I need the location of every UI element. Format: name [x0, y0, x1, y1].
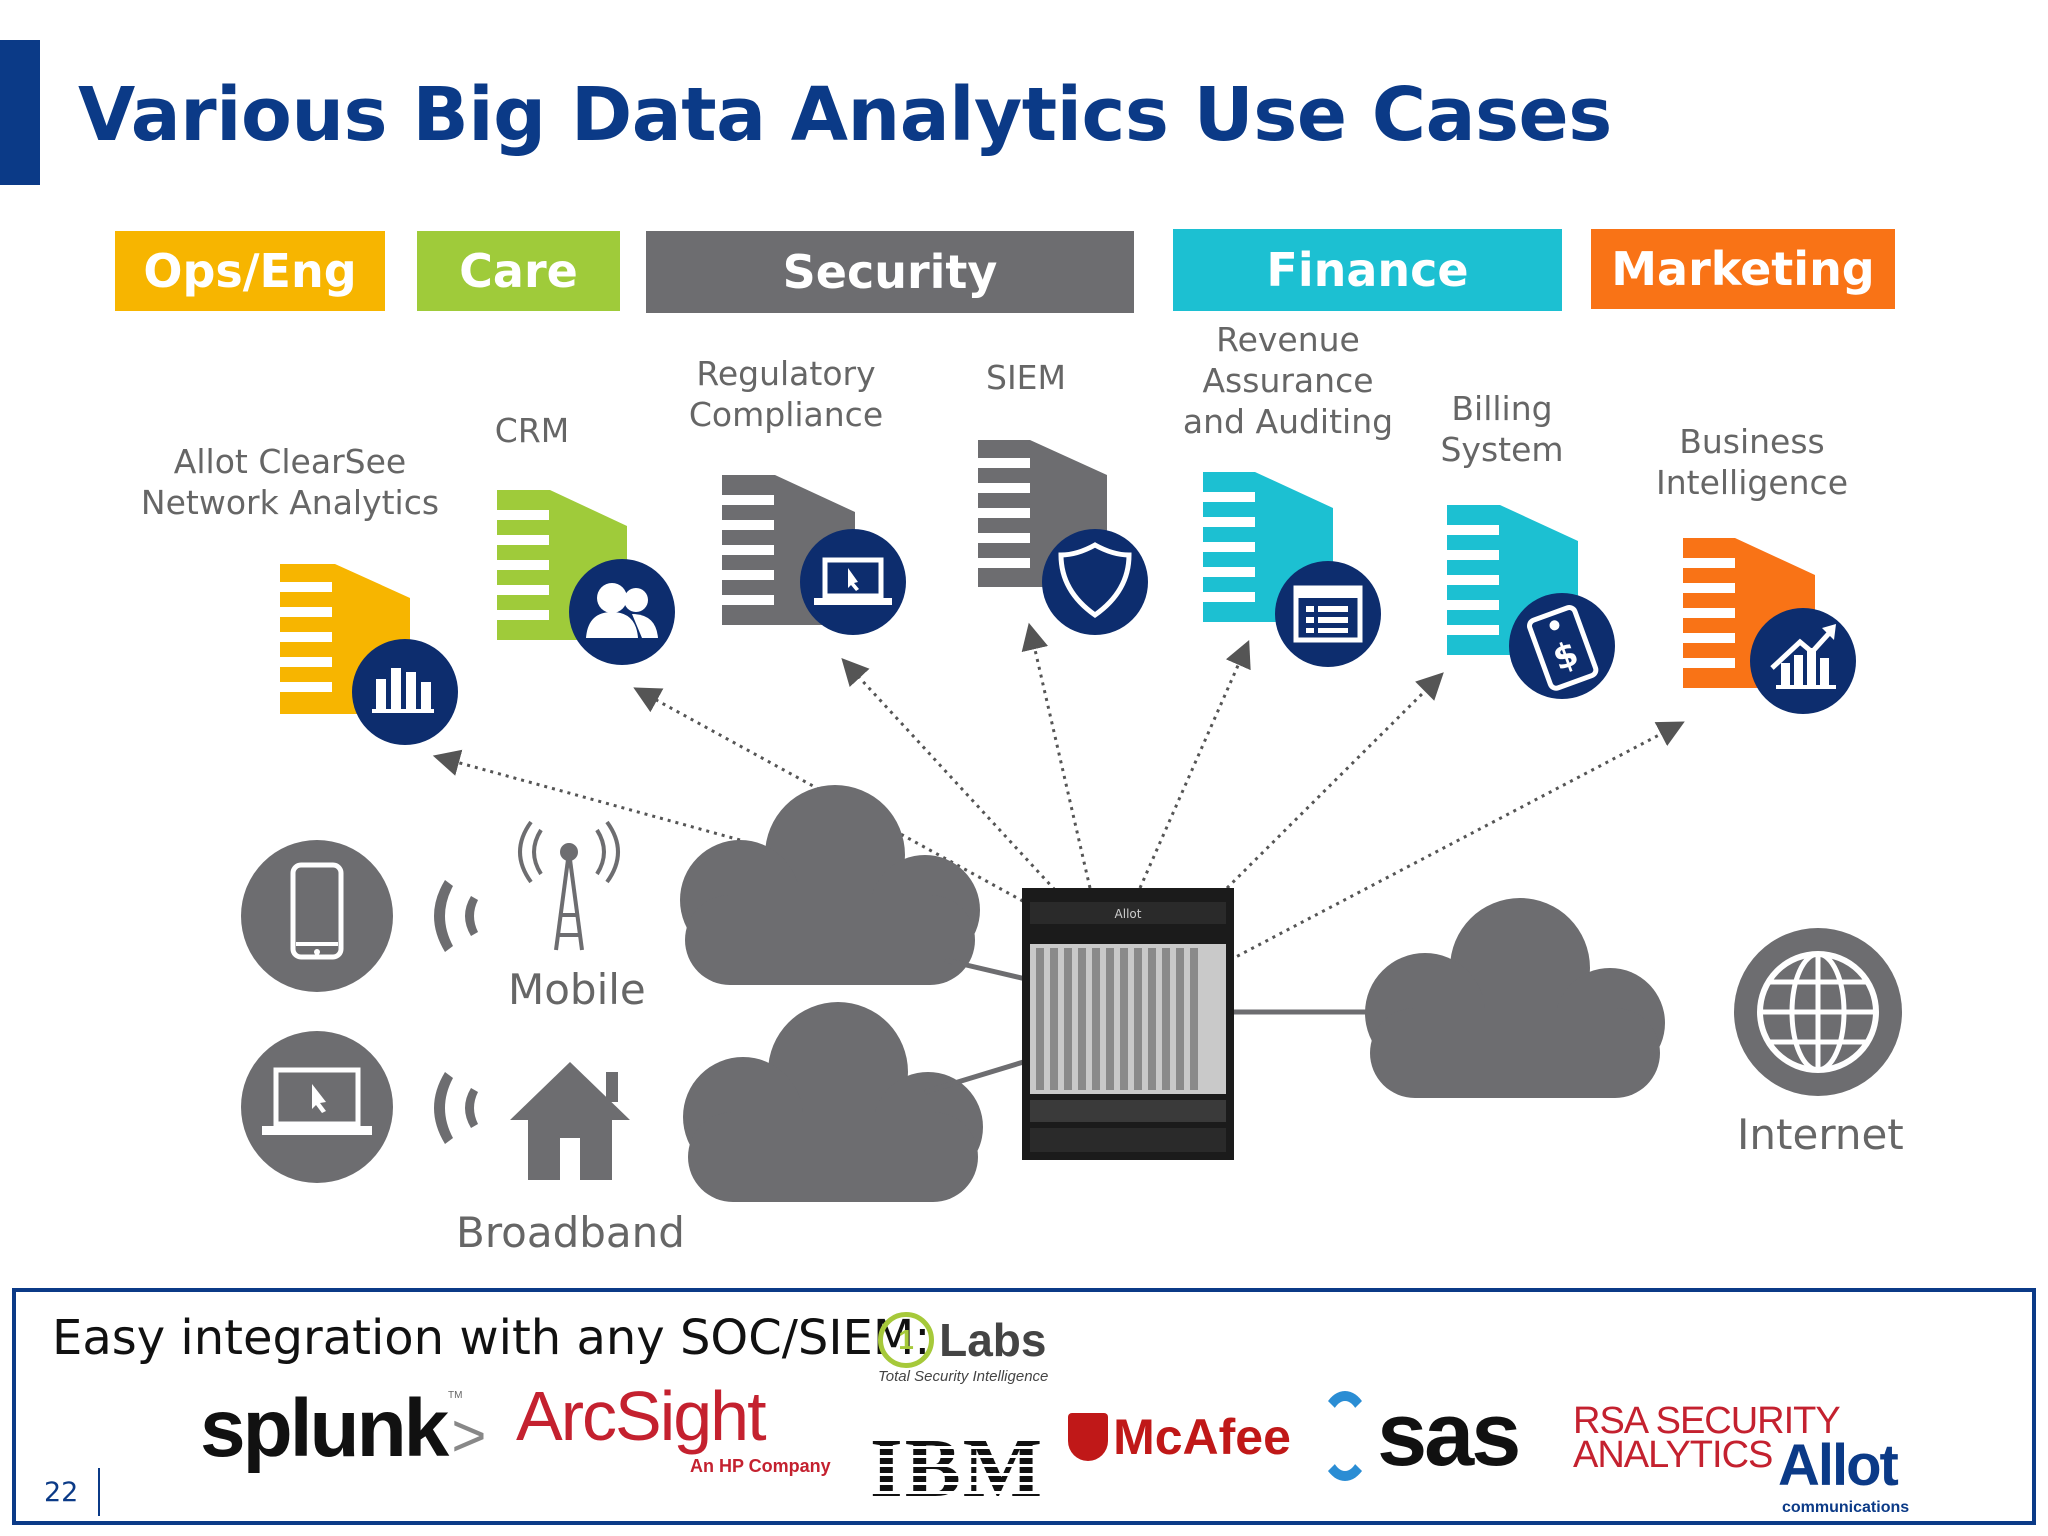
- use-case-label-billing: Billing System: [1440, 389, 1564, 469]
- mcafee-wordmark: McAfee: [1113, 1409, 1291, 1465]
- arcsight-tagline: An HP Company: [690, 1456, 831, 1476]
- rsa-logo: RSA SECURITY ANALYTICS: [1573, 1400, 1841, 1476]
- category-finance: Finance: [1173, 229, 1562, 311]
- cell-tower-icon: [518, 820, 620, 951]
- bar-chart-icon: [352, 639, 458, 745]
- rsa-line2: ANALYTICS: [1573, 1434, 1773, 1476]
- use-case-label-clearsee: Allot ClearSee Network Analytics: [140, 442, 440, 522]
- page-title: Various Big Data Analytics Use Cases: [78, 72, 1612, 158]
- use-case-label-bi: Business Intelligence: [1655, 422, 1849, 502]
- title-accent-bar: [0, 40, 40, 185]
- page-number-divider: [98, 1468, 100, 1516]
- growth-chart-icon: [1750, 608, 1856, 714]
- page-number: 22: [44, 1477, 79, 1508]
- allot-logo: Allot communications: [1778, 1432, 1909, 1517]
- mcafee-shield-icon: [1068, 1413, 1108, 1461]
- ibm-wordmark: IBM: [870, 1422, 1044, 1515]
- mcafee-logo: McAfee: [1068, 1408, 1291, 1466]
- laptop-icon: [800, 529, 906, 635]
- connection-lines: [924, 957, 1390, 1095]
- mobile-label: Mobile: [508, 965, 646, 1014]
- shield-icon: [1042, 529, 1148, 635]
- users-icon: [569, 559, 675, 665]
- price-tag-icon: $: [1509, 593, 1615, 699]
- mobile-cloud: [680, 785, 980, 985]
- q1labs-badge: 1: [878, 1312, 934, 1368]
- sas-logo: sas: [1318, 1384, 1521, 1487]
- category-marketing: Marketing: [1591, 229, 1895, 309]
- splunk-logo: splunk > TM: [200, 1382, 486, 1476]
- svg-text:Allot: Allot: [1115, 907, 1142, 921]
- data-flow-arrows: [432, 622, 1685, 962]
- splunk-wordmark: splunk: [200, 1383, 449, 1474]
- use-case-label-revenue: Revenue Assurance and Auditing: [1182, 320, 1394, 441]
- rsa-line1: RSA SECURITY: [1573, 1400, 1841, 1442]
- allot-wordmark: Allot: [1778, 1433, 1899, 1498]
- category-security: Security: [646, 231, 1134, 313]
- broadband-cloud: [683, 1002, 983, 1202]
- network-diagram: $: [241, 440, 1902, 1202]
- allot-subtitle: communications: [1782, 1499, 1910, 1516]
- broadband-label: Broadband: [456, 1208, 685, 1257]
- category-care: Care: [417, 231, 620, 311]
- splunk-tm: TM: [448, 1390, 463, 1401]
- use-case-label-regulatory: Regulatory Compliance: [688, 354, 884, 434]
- sas-wordmark: sas: [1377, 1385, 1521, 1485]
- integration-text: Easy integration with any SOC/SIEM:: [52, 1310, 931, 1366]
- arcsight-logo: ArcSight An HP Company: [516, 1376, 831, 1476]
- integration-panel: [12, 1288, 2036, 1525]
- ibm-logo: IBM: [870, 1420, 1044, 1517]
- splunk-chevron: >: [451, 1402, 487, 1469]
- allot-appliance: Allot: [1022, 888, 1234, 1160]
- globe-icon: [1734, 928, 1902, 1096]
- smartphone-icon: [241, 840, 393, 992]
- browser-window-icon: [1275, 561, 1381, 667]
- laptop-device-icon: [241, 1031, 393, 1183]
- use-case-label-siem: SIEM: [985, 358, 1067, 397]
- wireless-waves-icon: [434, 880, 478, 1144]
- q1labs-tagline: Total Security Intelligence: [878, 1368, 1049, 1385]
- q1labs-wordmark: Labs: [939, 1314, 1047, 1366]
- arcsight-wordmark: ArcSight: [516, 1377, 767, 1455]
- sas-swirl-icon: [1318, 1390, 1372, 1481]
- house-icon: [510, 1062, 630, 1180]
- q1labs-logo: 1 Labs Total Security Intelligence: [878, 1312, 1048, 1385]
- category-ops-eng: Ops/Eng: [115, 231, 385, 311]
- internet-label: Internet: [1737, 1110, 1904, 1159]
- use-case-label-crm: CRM: [494, 411, 570, 450]
- internet-cloud: [1365, 898, 1665, 1098]
